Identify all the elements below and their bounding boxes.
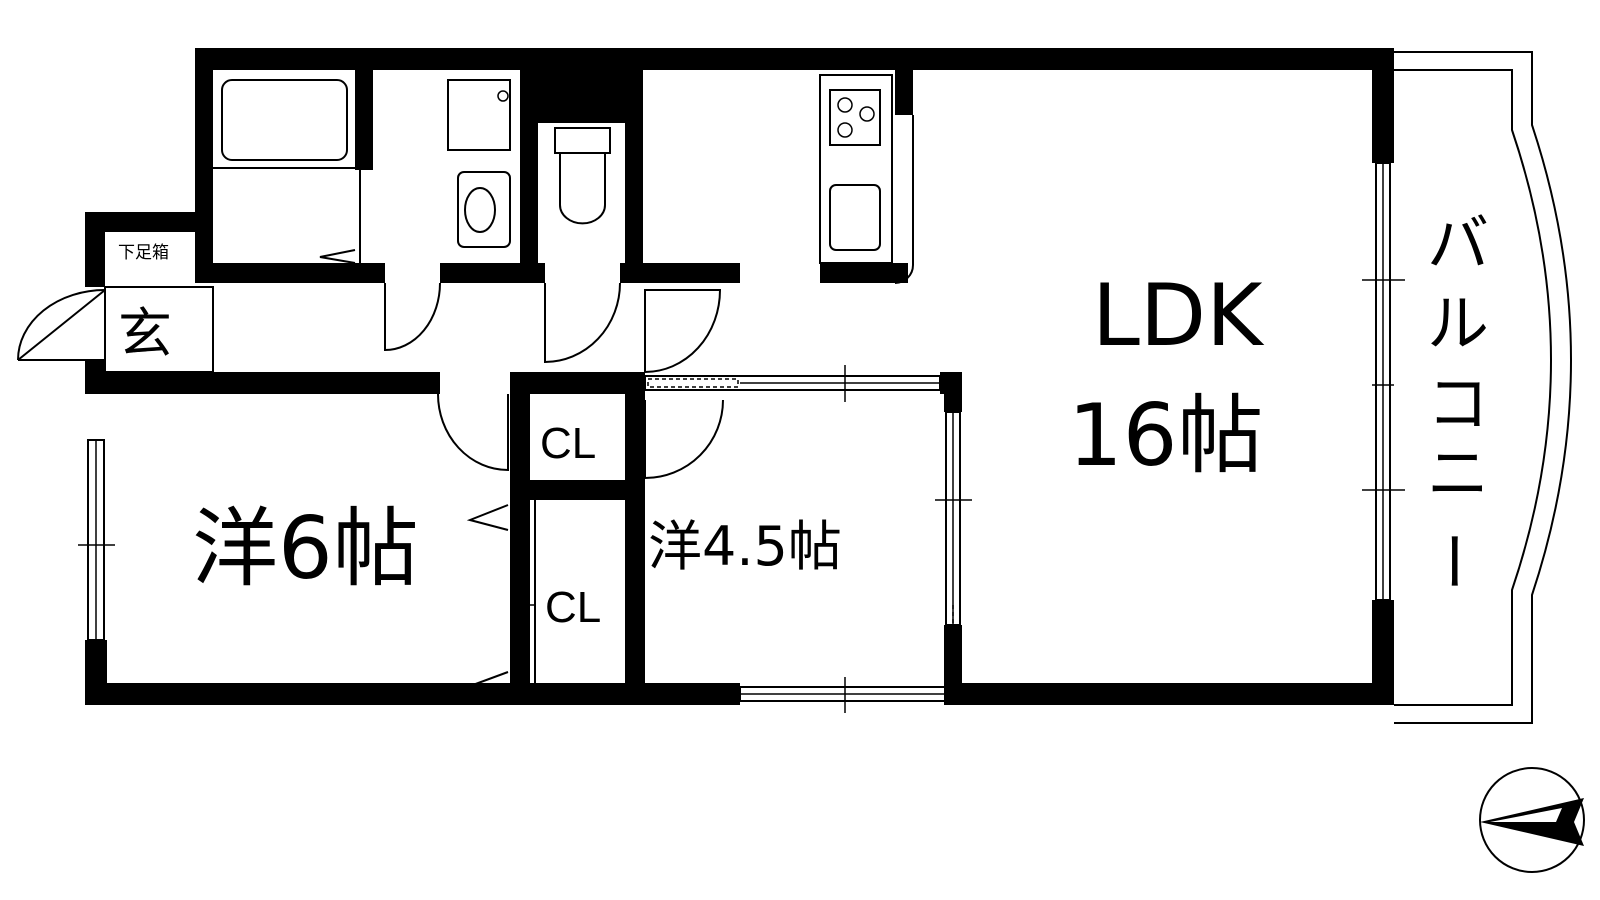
ldk-label: LDK [1092, 266, 1265, 366]
balcony [1394, 51, 1572, 724]
balcony-char-4: ニ [1427, 437, 1489, 510]
ldk-size-label: 16帖 [1068, 386, 1263, 486]
toilet-icon [554, 127, 611, 225]
washbasin-icon [447, 79, 511, 248]
kitchen-sink-icon [829, 184, 881, 251]
entrance-label: 玄 [118, 302, 172, 365]
balcony-char-5: ー [1416, 530, 1489, 592]
gas-stove-icon [819, 74, 893, 264]
balcony-label: バ ル コ ニ ー [1416, 207, 1489, 592]
shoe-box-label: 下足箱 [118, 243, 169, 263]
balcony-char-1: バ [1427, 207, 1489, 280]
western-45-label: 洋4.5帖 [648, 515, 842, 578]
doors [17, 170, 724, 698]
closet-label-1: CL [540, 419, 596, 468]
closet-label-2: CL [545, 583, 601, 632]
bathtub-icon [213, 79, 355, 169]
western-6-label: 洋6帖 [192, 499, 419, 599]
balcony-char-3: コ [1427, 367, 1489, 440]
balcony-char-2: ル [1427, 287, 1489, 360]
walls [85, 48, 1394, 705]
north-arrow-icon [1479, 767, 1585, 873]
counter-edge [894, 115, 914, 284]
windows [78, 162, 1405, 713]
